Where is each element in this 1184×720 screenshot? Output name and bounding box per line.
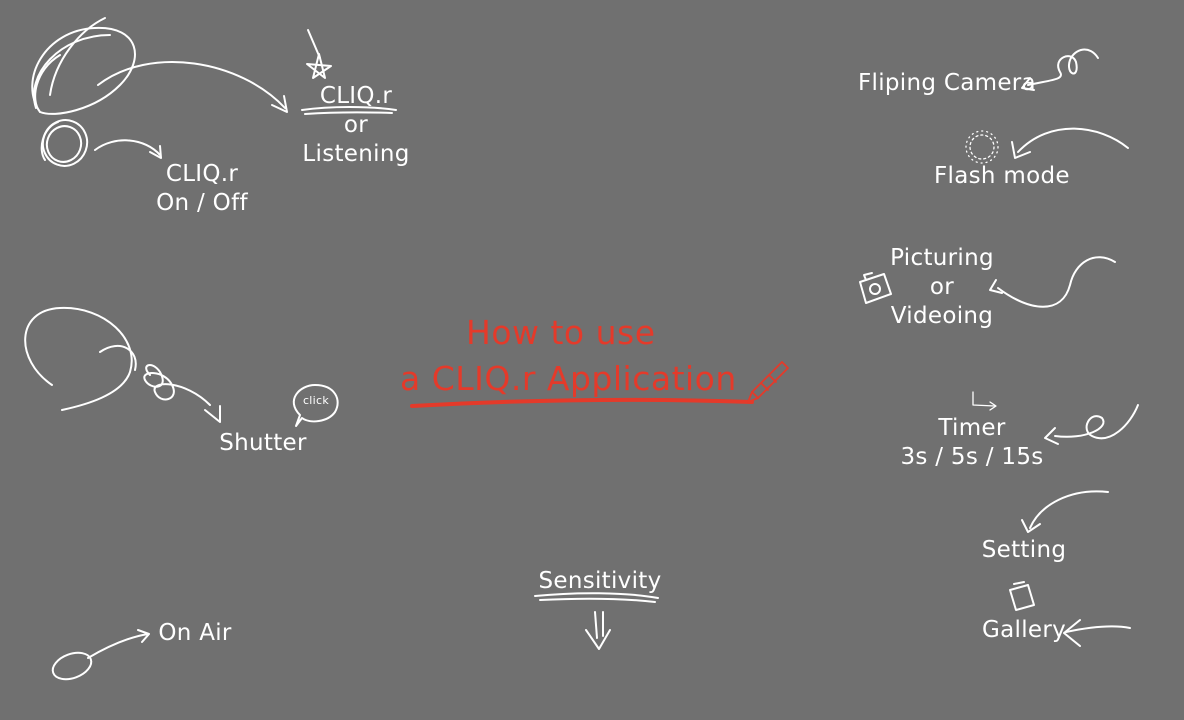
camera-icon bbox=[859, 272, 892, 304]
timer-hotspot[interactable] bbox=[1044, 404, 1139, 445]
title-underline bbox=[410, 397, 754, 408]
on-off-label: On / Off bbox=[156, 190, 248, 216]
sun-icon bbox=[965, 130, 999, 164]
cliqr-or-listening-label: CLIQ.r or Listening bbox=[300, 82, 412, 169]
timer-icon bbox=[972, 391, 997, 411]
picture-video-hotspot[interactable] bbox=[989, 256, 1116, 308]
gallery-icon bbox=[1009, 581, 1035, 611]
title-line-1: How to use bbox=[466, 313, 656, 352]
arrow-icon bbox=[94, 60, 288, 159]
page-title: How to use a CLIQ.r Application bbox=[400, 310, 780, 402]
cliqr-label: CLIQ.r bbox=[165, 161, 239, 187]
setting-label: Setting bbox=[981, 537, 1067, 563]
flash-mode-label: Flash mode bbox=[934, 163, 1070, 189]
cliqr-on-off-button[interactable] bbox=[36, 114, 93, 172]
on-air-indicator[interactable] bbox=[49, 629, 150, 684]
gallery-label: Gallery bbox=[982, 617, 1067, 643]
setting-hotspot[interactable] bbox=[1021, 490, 1109, 533]
or-label: or bbox=[343, 112, 369, 138]
picturing-label: Picturing bbox=[890, 245, 994, 271]
cliqr-listening-hotspot[interactable] bbox=[31, 17, 136, 115]
fliping-camera-hotspot[interactable] bbox=[1021, 48, 1099, 91]
star-icon bbox=[306, 29, 332, 79]
sensitivity-label: Sensitivity bbox=[538, 568, 662, 594]
fliping-camera-label: Fliping Camera bbox=[858, 70, 1036, 96]
cliqr-on-off-label: CLIQ.r On / Off bbox=[146, 160, 258, 218]
speech-bubble-icon bbox=[292, 384, 339, 427]
timer-title: Timer bbox=[938, 415, 1006, 441]
title-underline-cliqr bbox=[301, 106, 397, 115]
shutter-hotspot[interactable] bbox=[24, 306, 221, 423]
on-air-label: On Air bbox=[158, 620, 232, 646]
listening-label: Listening bbox=[302, 141, 410, 167]
timer-values: 3s / 5s / 15s bbox=[900, 444, 1044, 470]
sensitivity-control[interactable] bbox=[534, 592, 659, 650]
flash-mode-hotspot[interactable] bbox=[1011, 127, 1129, 159]
cliqr-label: CLIQ.r bbox=[319, 83, 393, 109]
pencil-icon bbox=[747, 361, 789, 403]
videoing-label: Videoing bbox=[890, 303, 994, 329]
title-line-2: a CLIQ.r Application bbox=[400, 359, 737, 398]
shutter-label: Shutter bbox=[219, 430, 307, 456]
picturing-or-videoing-label: Picturing or Videoing bbox=[886, 244, 998, 331]
click-bubble-label: click bbox=[302, 394, 330, 407]
or-label: or bbox=[929, 274, 955, 300]
gallery-hotspot[interactable] bbox=[1063, 619, 1131, 647]
timer-label: Timer 3s / 5s / 15s bbox=[892, 414, 1052, 472]
